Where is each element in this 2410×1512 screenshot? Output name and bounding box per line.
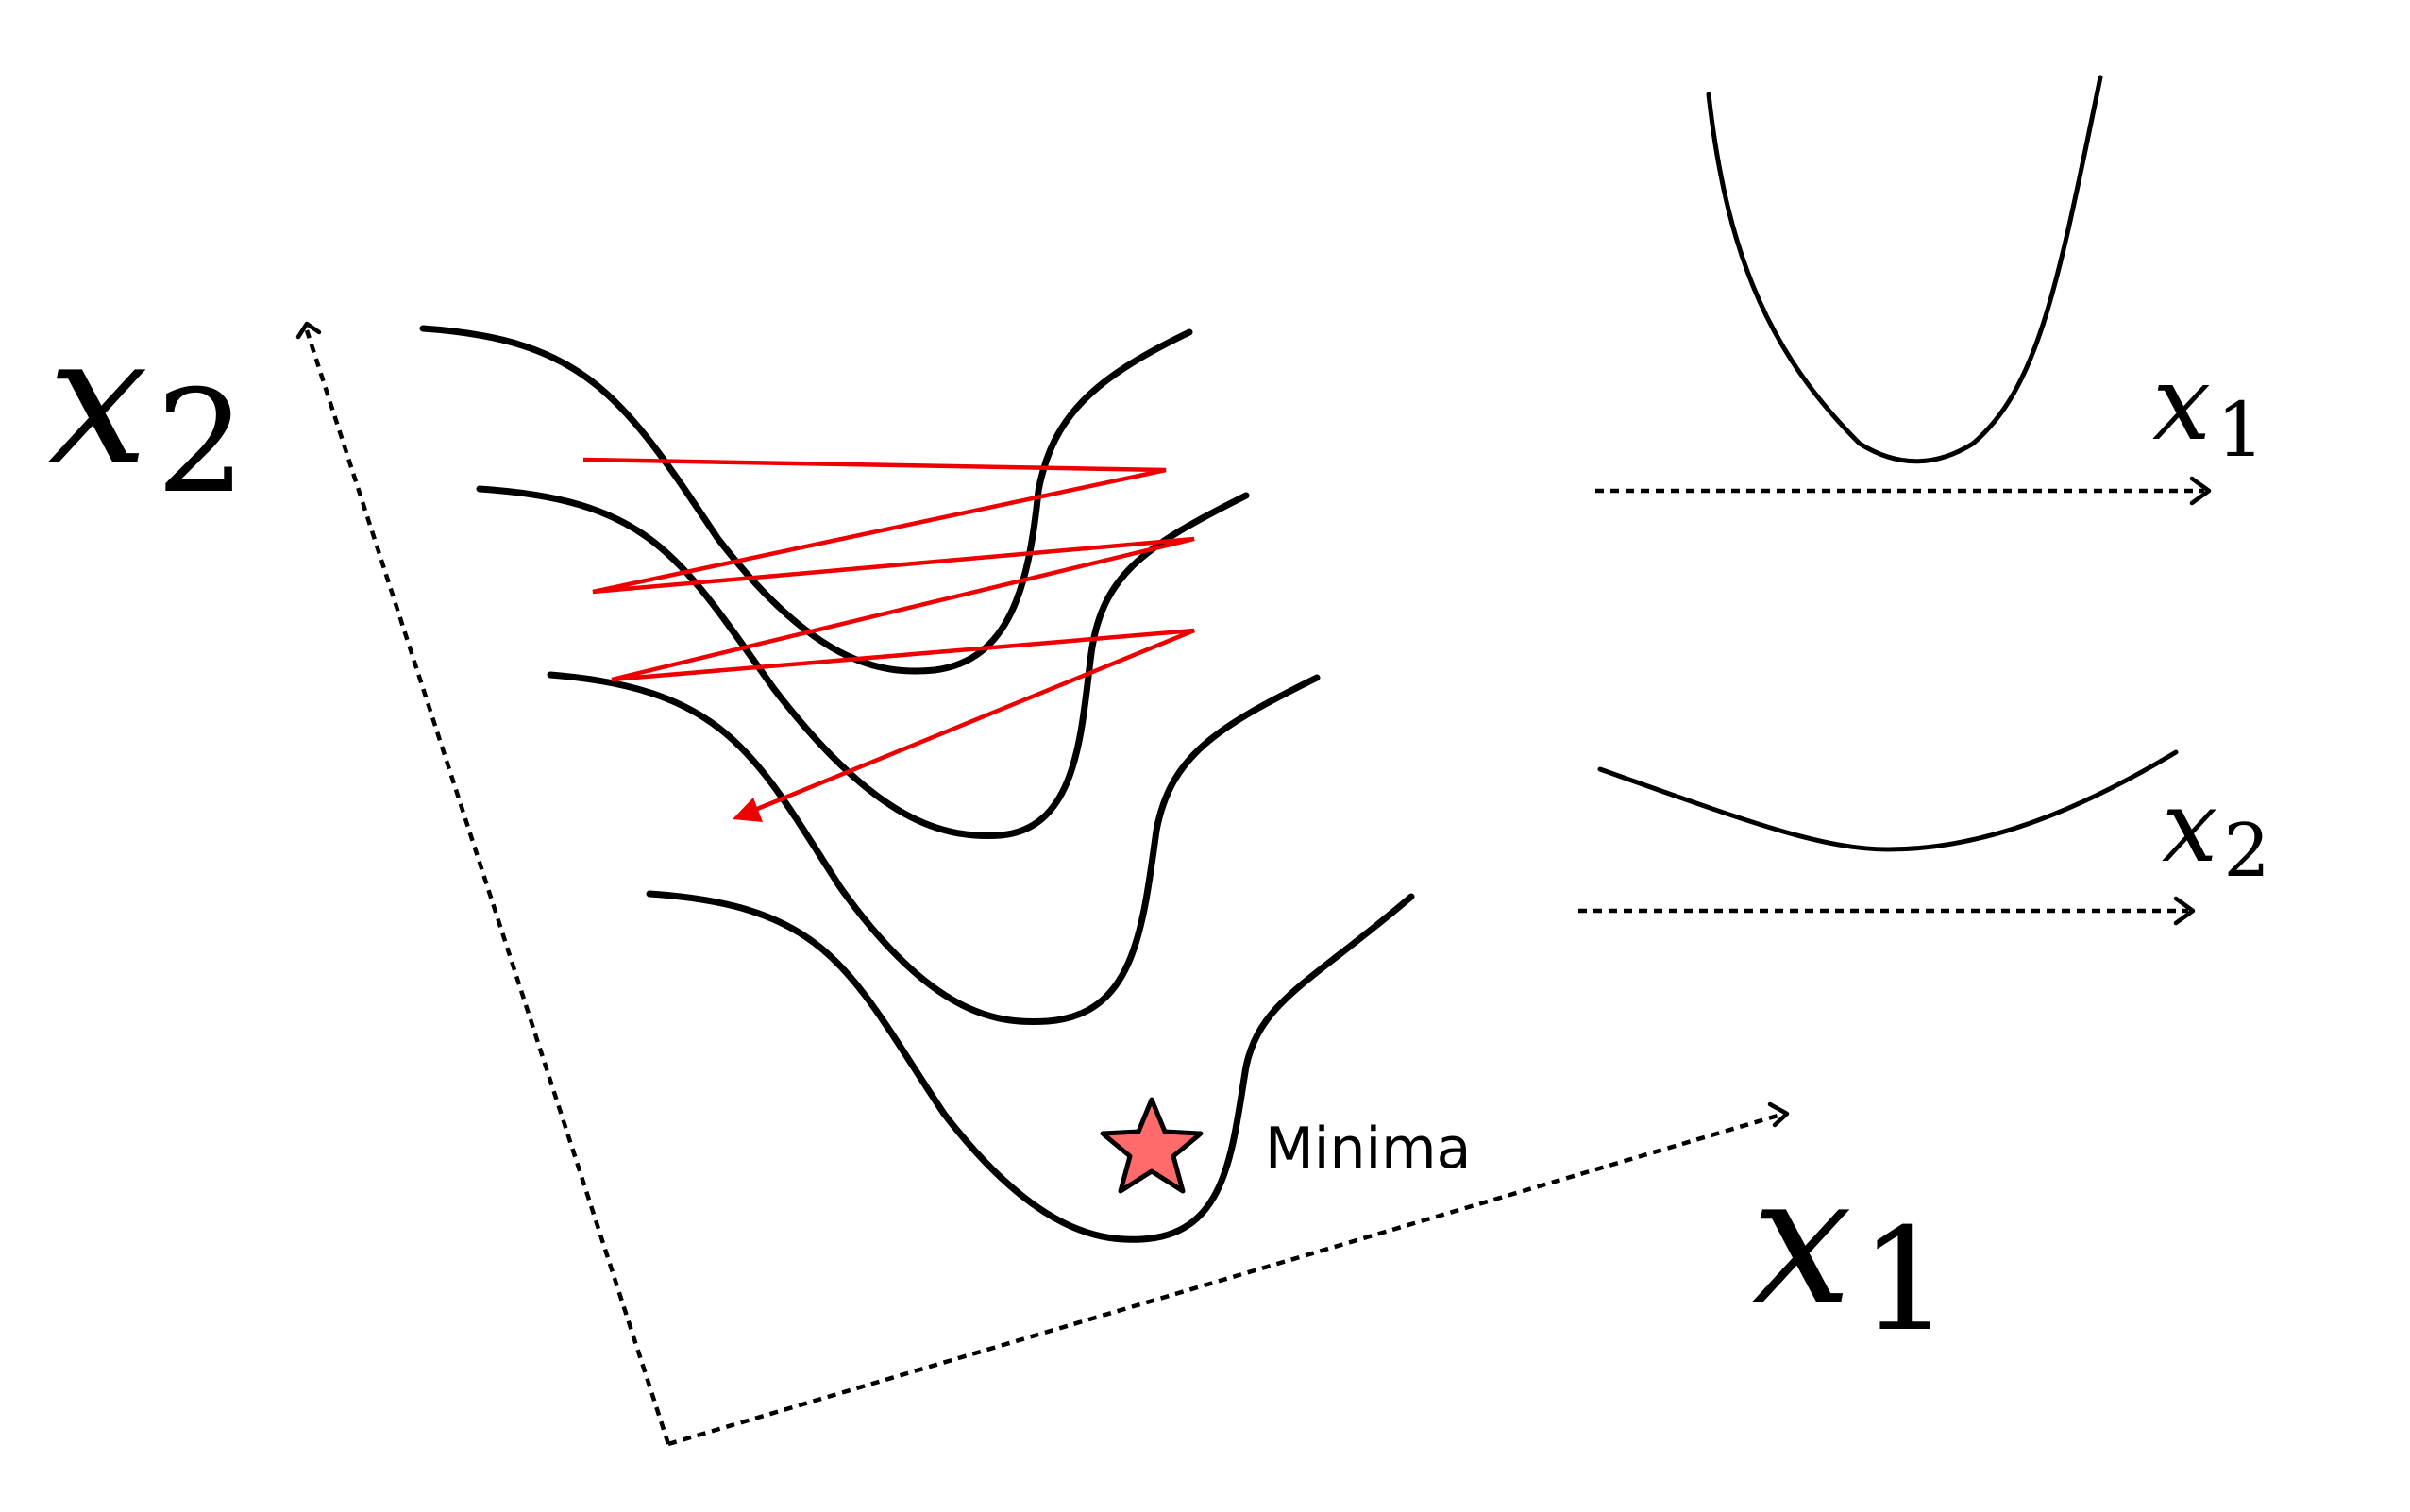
x2-slice-curve bbox=[1597, 749, 2179, 852]
x1-slice-subscript: 1 bbox=[2216, 386, 2265, 474]
x1-slice-symbol: x bbox=[2152, 343, 2211, 463]
x1-symbol: x bbox=[1751, 1136, 1852, 1345]
x1-axis-arrowhead bbox=[1767, 1101, 1790, 1128]
path-arrowhead bbox=[733, 798, 763, 822]
x1-axis-label: x1 bbox=[1751, 1136, 1950, 1363]
contour-curve-1 bbox=[419, 325, 1193, 675]
x2-slice-label: x2 bbox=[2162, 769, 2270, 894]
x1-slice-arrowhead bbox=[2189, 476, 2212, 506]
x2-slice-symbol: x bbox=[2162, 769, 2217, 884]
x2-slice-subscript: 2 bbox=[2223, 809, 2270, 894]
contour-curve-3 bbox=[547, 671, 1321, 1026]
slice-x2: x2 bbox=[1578, 749, 2270, 926]
x2-slice-arrowhead bbox=[2173, 896, 2196, 926]
x2-symbol: x bbox=[47, 296, 148, 505]
main-axes bbox=[295, 321, 1790, 1447]
x1-axis-line bbox=[667, 1111, 1785, 1447]
x2-axis-arrowhead bbox=[295, 321, 322, 340]
x1-subscript: 1 bbox=[1860, 1199, 1949, 1363]
minima-marker: Minima bbox=[1100, 1097, 1471, 1194]
x2-subscript: 2 bbox=[156, 361, 245, 525]
x1-slice-label: x1 bbox=[2152, 343, 2265, 474]
x2-axis-label: x2 bbox=[47, 296, 246, 525]
contour-curve-2 bbox=[476, 485, 1250, 839]
zigzag-path-line bbox=[582, 457, 1195, 816]
x1-slice-curve bbox=[1706, 75, 2103, 464]
optimizer-path bbox=[582, 457, 1195, 822]
contour-curve-4 bbox=[646, 890, 1415, 1243]
star-icon bbox=[1100, 1097, 1204, 1194]
slice-x1: x1 bbox=[1595, 75, 2265, 506]
contour-lines bbox=[419, 325, 1415, 1243]
minima-label: Minima bbox=[1265, 1116, 1471, 1182]
x2-axis-line bbox=[304, 329, 671, 1445]
